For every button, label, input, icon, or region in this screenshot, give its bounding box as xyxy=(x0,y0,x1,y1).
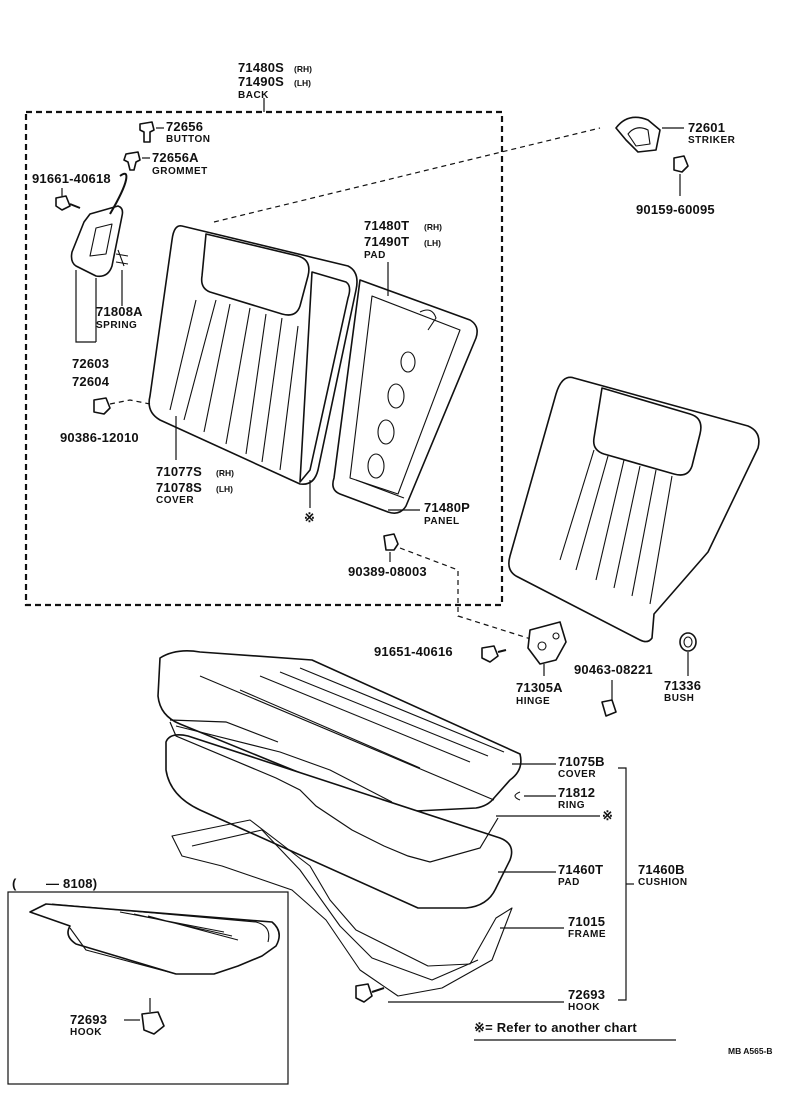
refer-mark-back: ※ xyxy=(304,480,315,525)
cushion-bracket xyxy=(618,767,627,1001)
striker-name: STRIKER xyxy=(688,135,736,146)
pad-cushion-pn[interactable]: 71460T xyxy=(558,862,603,877)
back-tag-rh: (RH) xyxy=(294,64,312,74)
hinge-pn[interactable]: 71305A xyxy=(516,680,563,695)
ring-pn[interactable]: 71812 xyxy=(558,785,595,800)
bush-name: BUSH xyxy=(664,693,694,704)
cover-cushion-pn[interactable]: 71075B xyxy=(558,754,605,769)
back-assembly-group: 71480S (RH) 71490S (LH) BACK xyxy=(24,60,504,607)
button-callout[interactable]: 72656 BUTTON xyxy=(139,119,210,145)
clip-callout[interactable]: 90389-08003 xyxy=(348,533,427,579)
striker-bolt-pn[interactable]: 90159-60095 xyxy=(636,202,715,217)
refer-note-text: ※= Refer to another chart xyxy=(474,1020,637,1035)
frame-pn[interactable]: 71015 xyxy=(568,914,605,929)
hinge-name: HINGE xyxy=(516,696,550,707)
cushion-callout[interactable]: 71460B CUSHION xyxy=(638,862,688,888)
spring-callout[interactable]: 71808A SPRING xyxy=(96,270,143,331)
inset-range: — 8108) xyxy=(46,876,97,891)
cover-cushion-callout[interactable]: 71075B COVER xyxy=(512,754,605,780)
panel-pn[interactable]: 71480P xyxy=(424,500,470,515)
back-name: BACK xyxy=(238,90,269,101)
clip-pn[interactable]: 90389-08003 xyxy=(348,564,427,579)
striker-callout[interactable]: 72601 STRIKER 90159-60095 xyxy=(615,116,736,217)
seatback-cover-right-drawing xyxy=(508,376,760,643)
pad-back-pn-rh[interactable]: 71480T xyxy=(364,218,409,233)
pad-cushion-name: PAD xyxy=(558,877,580,888)
lock-callouts[interactable]: 72603 72604 xyxy=(72,270,110,389)
hook-right-pn[interactable]: 72693 xyxy=(568,987,605,1002)
spring-pn[interactable]: 71808A xyxy=(96,304,143,319)
hook-left-name: HOOK xyxy=(70,1027,102,1038)
back-group-box xyxy=(24,110,504,607)
cover-cushion-name: COVER xyxy=(558,769,596,780)
refer-symbol-back: ※ xyxy=(304,510,315,525)
ring-name: RING xyxy=(558,800,585,811)
back-tag-lh: (LH) xyxy=(294,78,311,88)
hinge-ref-line xyxy=(399,547,535,641)
ring-callout[interactable]: 71812 RING xyxy=(514,785,595,811)
lock-pn-2[interactable]: 72604 xyxy=(72,374,110,389)
back-pn-rh[interactable]: 71480S xyxy=(238,60,284,75)
cushion-name: CUSHION xyxy=(638,877,688,888)
pad-back-pn-lh[interactable]: 71490T xyxy=(364,234,409,249)
grommet-pn[interactable]: 72656A xyxy=(152,150,199,165)
frame-name: FRAME xyxy=(568,929,606,940)
grommet-callout[interactable]: 72656A GROMMET xyxy=(123,150,208,177)
lock-pn-1[interactable]: 72603 xyxy=(72,356,109,371)
pad-back-name: PAD xyxy=(364,250,386,261)
hinge-screw-callout[interactable]: 90463-08221 xyxy=(574,662,653,717)
cushion-cover-drawing xyxy=(157,650,522,813)
cushion-frame-drawing xyxy=(171,819,513,997)
hook-right-callout[interactable]: 72693 HOOK xyxy=(355,983,605,1013)
cushion-pn[interactable]: 71460B xyxy=(638,862,685,877)
inset-box xyxy=(7,891,289,1085)
seatback-cover-drawing xyxy=(148,224,358,486)
hinge-screw-pn[interactable]: 90463-08221 xyxy=(574,662,653,677)
refer-symbol-cushion: ※ xyxy=(602,808,613,823)
pad-back-callout[interactable]: 71480T (RH) 71490T (LH) PAD xyxy=(364,218,442,296)
frame-callout[interactable]: 71015 FRAME xyxy=(500,914,606,940)
hinge-bolt-callout[interactable]: 91651-40616 xyxy=(374,644,507,663)
hook-left-pn[interactable]: 72693 xyxy=(70,1012,107,1027)
cover-back-pn-lh[interactable]: 71078S xyxy=(156,480,202,495)
bush-pn[interactable]: 71336 xyxy=(664,678,701,693)
hinge-bolt-pn[interactable]: 91651-40616 xyxy=(374,644,453,659)
inset-open: ( xyxy=(12,876,17,891)
hinge-callout[interactable]: 71305A HINGE xyxy=(516,621,567,707)
pad-cushion-callout[interactable]: 71460T PAD xyxy=(498,862,603,888)
button-pn[interactable]: 72656 xyxy=(166,119,203,134)
seatback-pad-drawing xyxy=(332,279,478,514)
refer-mark-cushion: ※ xyxy=(496,808,613,823)
wire-drawing xyxy=(169,719,499,863)
back-pn-lh[interactable]: 71490S xyxy=(238,74,284,89)
striker-pn[interactable]: 72601 xyxy=(688,120,725,135)
spring-name: SPRING xyxy=(96,320,137,331)
cover-back-tag-lh: (LH) xyxy=(216,484,233,494)
panel-callout[interactable]: 71480P PANEL xyxy=(388,500,470,527)
hook-right-name: HOOK xyxy=(568,1002,600,1013)
button-name: BUTTON xyxy=(166,134,210,145)
cover-back-callout[interactable]: 71077S (RH) 71078S (LH) COVER xyxy=(156,416,234,506)
cover-back-pn-rh[interactable]: 71077S xyxy=(156,464,202,479)
footer-code: MB A565-B xyxy=(728,1046,773,1056)
inset-group: ( — 8108) 72693 HOOK xyxy=(7,876,289,1085)
striker-ref-line xyxy=(213,127,601,223)
bolt-top-pn[interactable]: 91661-40618 xyxy=(32,171,111,186)
grommet-name: GROMMET xyxy=(152,166,208,177)
pad-back-tag-rh: (RH) xyxy=(424,222,442,232)
nut-callout[interactable]: 90386-12010 xyxy=(60,397,151,445)
pad-back-tag-lh: (LH) xyxy=(424,238,441,248)
cover-back-name: COVER xyxy=(156,495,194,506)
refer-note: ※= Refer to another chart xyxy=(474,1020,676,1041)
hook-left-callout[interactable]: 72693 HOOK xyxy=(70,1011,165,1038)
panel-name: PANEL xyxy=(424,516,460,527)
nut-pn[interactable]: 90386-12010 xyxy=(60,430,139,445)
cover-back-tag-rh: (RH) xyxy=(216,468,234,478)
bush-callout[interactable]: 71336 BUSH xyxy=(664,632,701,704)
bolt-top-callout[interactable]: 91661-40618 xyxy=(32,171,111,211)
lock-mechanism-drawing xyxy=(70,172,129,278)
